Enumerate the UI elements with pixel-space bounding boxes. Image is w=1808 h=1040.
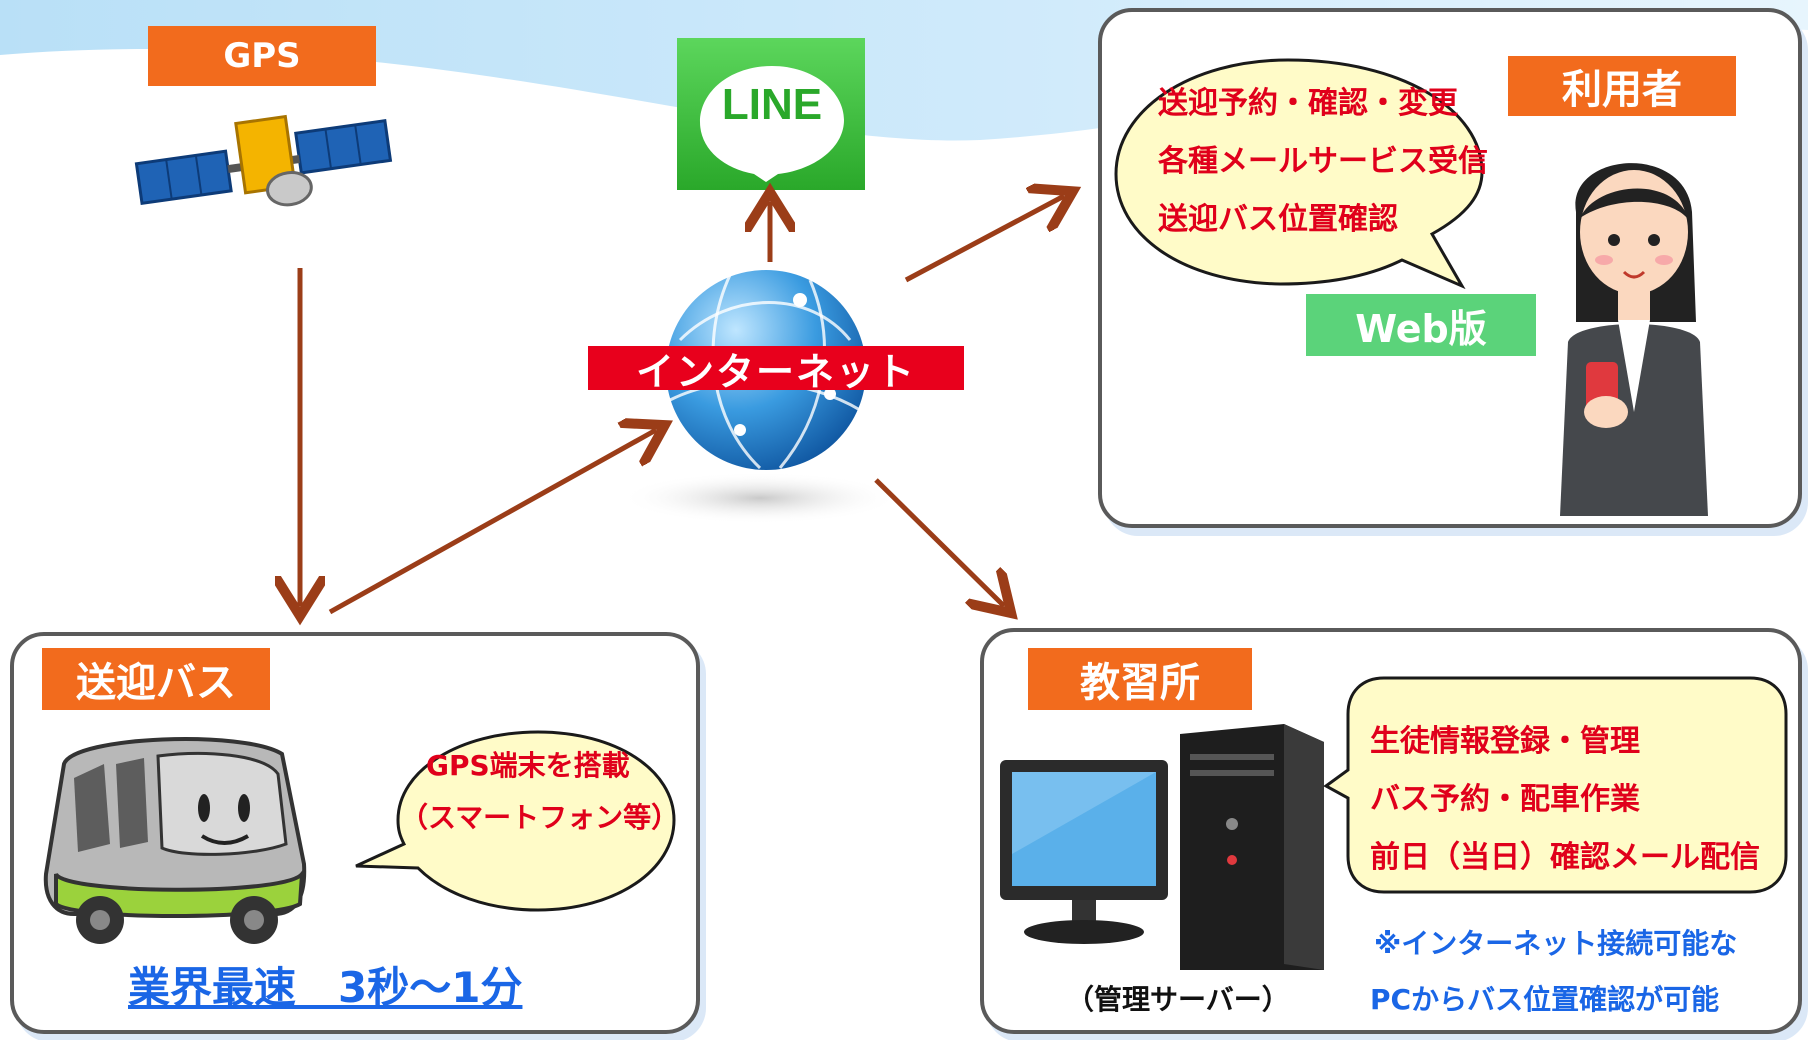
arrow-internet-to-user bbox=[904, 196, 1064, 283]
internet-label: インターネット bbox=[588, 346, 964, 394]
bus-icon bbox=[43, 737, 307, 944]
user-label: 利用者 bbox=[1508, 56, 1736, 116]
user-bubble-line-2: 各種メールサービス受信 bbox=[1158, 144, 1488, 179]
woman-with-smartphone-icon bbox=[1560, 163, 1708, 516]
school-bubble-line-3: 前日（当日）確認メール配信 bbox=[1370, 840, 1760, 875]
bus-bubble-line-1: GPS端末を搭載 bbox=[426, 749, 630, 782]
user-bubble-line-1: 送迎予約・確認・変更 bbox=[1158, 86, 1458, 121]
school-note-line-1: ※インターネット接続可能な bbox=[1374, 927, 1738, 960]
web-version-badge: Web版 bbox=[1306, 294, 1536, 356]
school-bubble-line-1: 生徒情報登録・管理 bbox=[1370, 724, 1640, 759]
desktop-pc-icon bbox=[1000, 724, 1324, 970]
school-speech-bubble bbox=[1323, 676, 1788, 894]
bus-speech-bubble bbox=[355, 730, 676, 912]
gps-label: GPS bbox=[148, 26, 376, 86]
school-note-line-2: PCからバス位置確認が可能 bbox=[1370, 983, 1720, 1016]
arrow-internet-to-school bbox=[874, 478, 1004, 606]
line-logo-text: LINE bbox=[721, 80, 823, 129]
school-bubble-line-2: バス予約・配車作業 bbox=[1370, 782, 1640, 817]
school-label: 教習所 bbox=[1028, 648, 1252, 710]
user-bubble-line-3: 送迎バス位置確認 bbox=[1158, 202, 1398, 237]
user-speech-bubble bbox=[1114, 58, 1484, 290]
speed-text: 業界最速 3秒～1分 bbox=[128, 963, 523, 1012]
bus-bubble-line-2: （スマートフォン等） bbox=[400, 801, 680, 834]
bus-label: 送迎バス bbox=[42, 648, 270, 710]
pc-caption: （管理サーバー） bbox=[1066, 983, 1290, 1016]
speech-bubble-icon bbox=[700, 66, 844, 182]
arrow-bus-to-internet bbox=[328, 430, 656, 615]
satellite-icon bbox=[134, 114, 393, 207]
